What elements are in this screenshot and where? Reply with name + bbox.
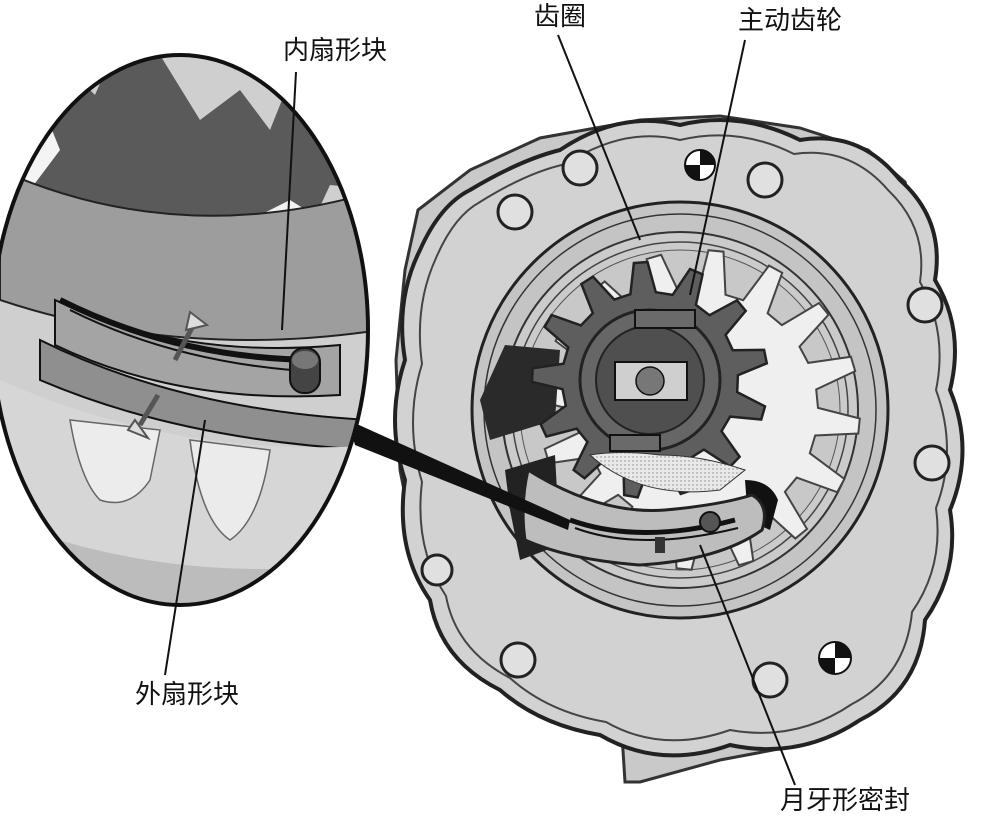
label-ring-gear: 齿圈: [534, 2, 587, 32]
bolt-hole: [420, 553, 454, 587]
bolt-hole: [561, 149, 599, 187]
leader-ring-gear: [557, 34, 641, 241]
label-inner-segment: 内扇形块: [283, 36, 388, 66]
leader-drive-gear: [689, 39, 746, 296]
gear-tab: [609, 434, 661, 452]
label-outer-segment: 外扇形块: [135, 680, 240, 710]
bolt-hole: [746, 161, 784, 199]
bolt-hole: [496, 193, 534, 231]
magnifier-wedge: [348, 420, 570, 530]
up-arrow-icon: [172, 310, 210, 362]
gear-tab: [634, 309, 696, 329]
alignment-mark-icon: [818, 641, 852, 675]
housing-flange-inner: [412, 134, 948, 742]
leader-inner-segment: [281, 71, 297, 331]
bolt-hole: [906, 286, 944, 324]
label-crescent-seal: 月牙形密封: [780, 786, 911, 816]
seal-pin: [699, 511, 721, 533]
leader-crescent-seal: [699, 544, 796, 786]
down-arrow-icon: [126, 393, 161, 441]
magnified-detail: [0, 53, 370, 607]
leader-outer-segment: [164, 419, 206, 676]
suction-area: [588, 452, 747, 493]
seal-spring: [655, 537, 665, 553]
alignment-mark-icon: [684, 149, 716, 181]
label-drive-gear: 主动齿轮: [738, 6, 843, 36]
bolt-hole: [499, 641, 537, 679]
crescent-seal: [521, 467, 766, 567]
drive-gear: [530, 260, 769, 499]
shaft: [635, 366, 665, 396]
leader-lines: [164, 34, 796, 786]
bolt-hole: [913, 444, 951, 482]
